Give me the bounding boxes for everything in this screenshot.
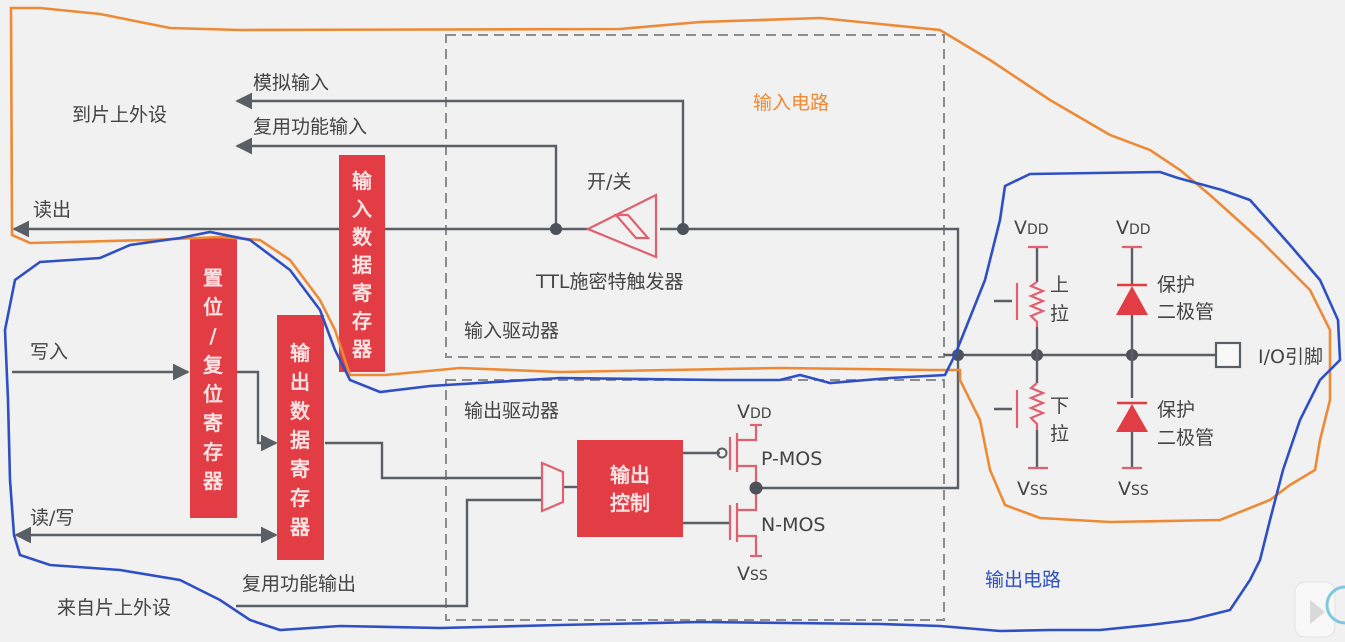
protect-diode-bottom-icon (1116, 401, 1148, 470)
reg-char: 出 (290, 370, 310, 394)
reg-char: 位 (203, 382, 223, 406)
mos-junction-dot (749, 481, 763, 495)
reg-char: 存 (290, 486, 310, 510)
pmos-label: P-MOS (761, 448, 822, 470)
bit-set-reset-register: 置 位 / 复 位 寄 存 器 (190, 237, 237, 518)
pulldown-vss-label: VSS (1017, 478, 1048, 500)
mos-vdd-label: VDD (737, 401, 772, 423)
bsrr-to-odr-wire (237, 370, 278, 452)
pull-up-label-2: 拉 (1050, 303, 1069, 325)
pull-down-resistor-icon (1015, 382, 1048, 470)
odr-to-mux-wire (325, 441, 542, 480)
input-circuit-outline (9, 6, 1332, 524)
diode-vdd-label: VDD (1116, 217, 1151, 239)
pull-up-resistor-icon (1015, 245, 1048, 327)
reg-char: 据 (352, 253, 372, 277)
junction-dot (677, 223, 689, 235)
pull-down-label-1: 下 (1050, 395, 1069, 417)
protect-diode-top-label-1: 保护 (1157, 274, 1195, 296)
alt-func-input-wire (235, 137, 558, 229)
reg-char: 器 (289, 515, 311, 539)
input-main-wire-right (683, 227, 960, 355)
reg-char: 数 (290, 399, 311, 423)
pmos-icon (716, 423, 762, 488)
input-driver-label: 输入驱动器 (464, 320, 559, 342)
reg-char: 存 (203, 440, 223, 464)
switch-label: 开/关 (587, 171, 631, 193)
reg-char: 复 (202, 353, 224, 377)
input-driver-box (445, 34, 945, 358)
pin-wires (944, 247, 1216, 468)
reg-char: 入 (352, 197, 372, 221)
reg-char: / (209, 324, 217, 348)
output-wires (12, 355, 960, 608)
reg-char: 位 (203, 295, 223, 319)
protect-diode-bottom-label-1: 保护 (1157, 399, 1195, 421)
io-pin-icon (1214, 341, 1242, 369)
output-driver-label: 输出驱动器 (464, 400, 559, 422)
mos-vss-label: VSS (737, 563, 768, 585)
output-control-line1: 输出 (610, 463, 650, 487)
alt-func-input-label: 复用功能输入 (253, 116, 367, 138)
nmos-icon (728, 488, 762, 558)
input-data-register: 输 入 数 据 寄 存 器 (339, 155, 385, 372)
protect-diode-top-label-2: 二极管 (1157, 301, 1214, 323)
reg-char: 数 (352, 225, 373, 249)
input-circuit-label: 输入电路 (753, 92, 829, 114)
protect-diode-top-icon (1116, 245, 1148, 315)
io-pin-label: I/O引脚 (1258, 346, 1323, 368)
junction-dot (550, 223, 562, 235)
reg-char: 存 (352, 309, 372, 333)
read-write-label: 读/写 (30, 507, 74, 529)
analog-input-wire (235, 92, 685, 229)
diode-vss-label: VSS (1118, 478, 1149, 500)
schmitt-trigger-icon (585, 193, 658, 259)
reg-char: 置 (203, 266, 223, 290)
reg-char: 输 (352, 169, 373, 193)
reg-char: 寄 (352, 281, 372, 305)
reg-char: 寄 (203, 411, 223, 435)
analog-input-label: 模拟输入 (253, 72, 329, 94)
to-peripheral-label: 到片上外设 (72, 104, 167, 126)
reg-char: 寄 (290, 457, 310, 481)
reg-char: 据 (290, 428, 310, 452)
alt-func-output-label: 复用功能输出 (242, 573, 356, 595)
output-control-line2: 控制 (610, 491, 650, 515)
schmitt-trigger-label: TTL施密特触发器 (535, 271, 683, 293)
write-in-label: 写入 (30, 341, 68, 363)
read-out-label: 读出 (33, 199, 71, 221)
reg-char: 输 (290, 341, 311, 365)
mux-icon (540, 461, 565, 513)
output-data-register: 输 出 数 据 寄 存 器 (277, 315, 324, 560)
reg-char: 器 (351, 337, 373, 361)
input-wires (12, 92, 960, 355)
reg-char: 器 (202, 469, 224, 493)
output-circuit-label: 输出电路 (985, 569, 1061, 591)
from-peripheral-label: 来自片上外设 (57, 597, 171, 619)
pullup-vdd-label: VDD (1014, 217, 1049, 239)
output-control-block: 输出 控制 (577, 440, 683, 537)
pull-up-label-1: 上 (1050, 274, 1069, 296)
alt-func-output-wire (236, 498, 542, 608)
nmos-label: N-MOS (761, 514, 825, 536)
output-circuit-outline (3, 170, 1342, 633)
protect-diode-bottom-label-2: 二极管 (1157, 427, 1214, 449)
video-play-icon[interactable] (1294, 581, 1345, 638)
pull-down-label-2: 拉 (1050, 423, 1069, 445)
mos-out-wire (756, 355, 960, 490)
